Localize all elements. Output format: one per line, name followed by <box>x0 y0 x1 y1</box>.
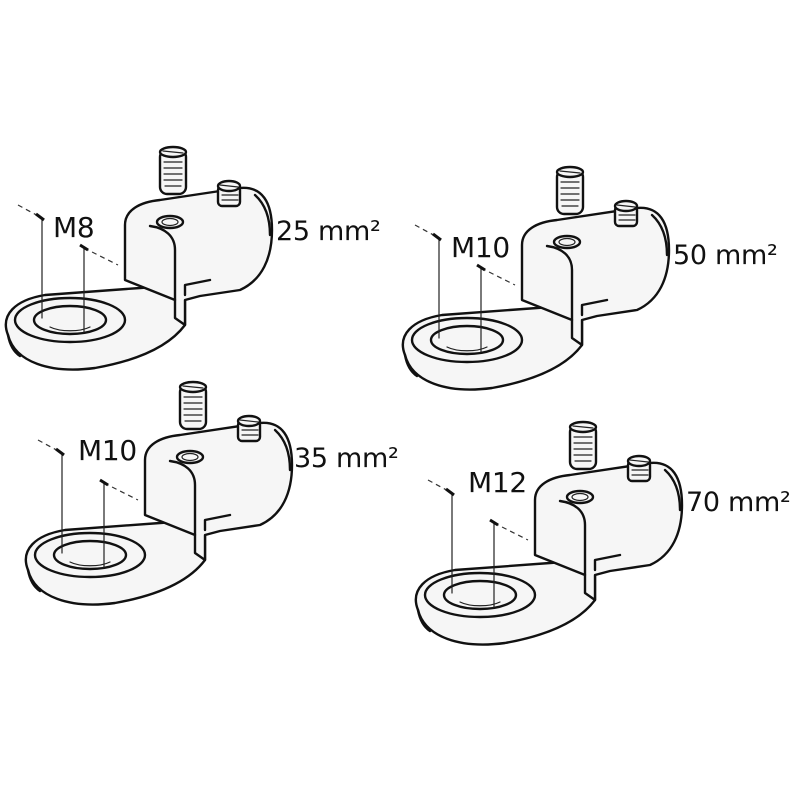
cable-lug-4: M12 70 mm² <box>410 415 800 655</box>
cross-section-label: 50 mm² <box>673 240 778 271</box>
cable-lug-drawing <box>414 420 684 647</box>
cable-lug-2: M10 50 mm² <box>397 160 797 400</box>
cable-lug-3: M10 35 mm² <box>20 375 420 615</box>
cable-lug-drawing <box>4 145 274 372</box>
thread-size-label: M10 <box>451 231 510 264</box>
thread-size-label: M12 <box>468 466 527 499</box>
cable-lug-drawing <box>401 165 671 392</box>
cable-lug-1: M8 25 mm² <box>0 140 400 380</box>
cable-lug-drawing <box>24 380 294 607</box>
thread-size-label: M10 <box>78 434 137 467</box>
thread-size-label: M8 <box>53 211 95 244</box>
cross-section-label: 70 mm² <box>686 487 791 518</box>
cross-section-label: 35 mm² <box>294 443 399 474</box>
cross-section-label: 25 mm² <box>276 216 381 247</box>
